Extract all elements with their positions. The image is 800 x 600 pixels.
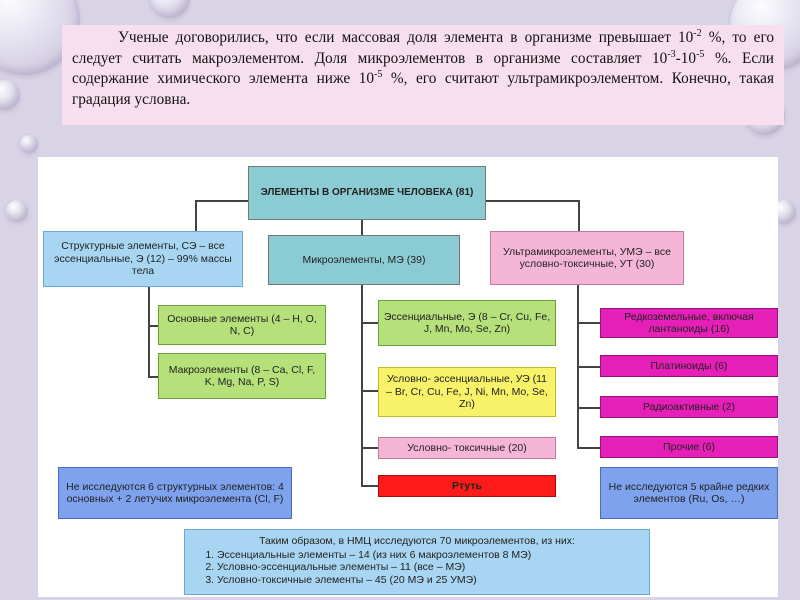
connector-line [486,200,578,202]
root-box: ЭЛЕМЕНТЫ В ОРГАНИЗМЕ ЧЕЛОВЕКА (81) [248,166,486,220]
intro-text-panel: Ученые договорились, что если массовая д… [62,25,784,125]
connector-line [578,200,580,231]
radioactive-box: Радиоактивные (2) [600,396,778,418]
connector-line [361,485,378,487]
not-studied-right-box: Не исследуются 5 крайне редких элементов… [600,467,778,519]
platinoids-box: Платиноиды (6) [600,355,778,377]
connector-line [577,447,600,449]
summary-title: Таким образом, в НМЦ исследуются 70 микр… [195,535,639,548]
other-box: Прочие (6) [600,436,778,458]
connector-line [195,200,197,231]
summary-item: Эссенциальные элементы – 14 (из них 6 ма… [217,549,531,562]
decorative-bubble [0,80,20,110]
macroelements-box: Макроэлементы (8 – Ca, Cl, F, K, Mg, Na,… [158,353,326,399]
connector-line [577,366,600,368]
microelements-box: Микроэлементы, МЭ (39) [268,235,460,285]
conditionally-essential-box: Условно- эссенциальные, УЭ (11 – Br, Cr,… [378,367,556,417]
summary-list: Эссенциальные элементы – 14 (из них 6 ма… [195,549,531,587]
intro-text-part: -10 [676,50,696,67]
rare-earth-box: Редкоземельные, включая лантаноиды (16) [600,308,778,338]
connector-line [361,447,378,449]
summary-item: Условно-токсичные элементы – 45 (20 МЭ и… [217,574,531,587]
decorative-bubble [150,0,190,18]
basic-elements-box: Основные элементы (4 – H, O, N, C) [158,305,326,345]
connector-line [148,325,158,327]
connector-line [148,376,158,378]
connector-line [195,200,248,202]
not-studied-left-box: Не исследуются 6 структурных элементов: … [58,467,292,519]
connector-line [361,322,378,324]
elements-classification-diagram: ЭЛЕМЕНТЫ В ОРГАНИЗМЕ ЧЕЛОВЕКА (81) Струк… [38,157,778,597]
essential-box: Эссенциальные, Э (8 – Cr, Cu, Fe, J, Mn,… [378,300,556,346]
connector-line [361,220,363,235]
summary-box: Таким образом, в НМЦ исследуются 70 микр… [184,529,650,595]
mercury-box: Ртуть [378,475,556,497]
decorative-bubble [20,135,38,153]
summary-item: Условно-эссенциальные элементы – 11 (все… [217,561,531,574]
connector-line [361,285,363,485]
connector-line [148,287,150,377]
ultramicroelements-box: Ультрамикроэлементы, УМЭ – все условно-т… [490,231,684,285]
exponent: -2 [693,28,701,39]
exponent: -3 [667,48,675,59]
connector-line [361,390,378,392]
conditionally-toxic-box: Условно- токсичные (20) [378,437,556,459]
structural-elements-box: Структурные элементы, СЭ – все эссенциал… [43,231,243,287]
intro-paragraph: Ученые договорились, что если массовая д… [72,28,774,110]
connector-line [577,407,600,409]
decorative-bubble [6,200,28,222]
connector-line [577,322,600,324]
intro-text-part: Ученые договорились, что если массовая д… [118,29,693,46]
